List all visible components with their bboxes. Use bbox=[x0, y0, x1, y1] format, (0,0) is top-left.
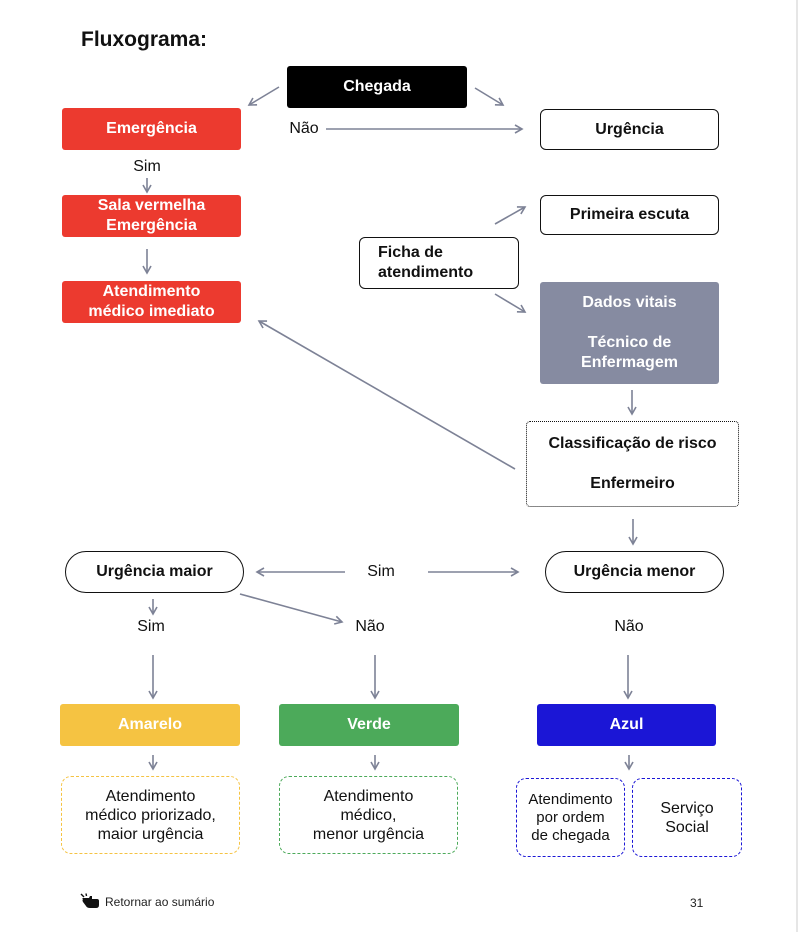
note-servico-social: Serviço Social bbox=[632, 778, 742, 857]
page-edge bbox=[796, 0, 798, 932]
label-nao-right: Não bbox=[614, 618, 644, 635]
label-nao-top: Não bbox=[289, 120, 319, 137]
label-sim-left: Sim bbox=[137, 618, 165, 635]
arrow-ficha-escuta bbox=[494, 206, 527, 225]
arrow-chegada-urgencia bbox=[474, 87, 505, 106]
label-sim-emergencia: Sim bbox=[133, 158, 161, 175]
label-nao-middle: Não bbox=[355, 618, 385, 635]
node-atendimento-imediato: Atendimento médico imediato bbox=[62, 281, 241, 323]
hand-pointer-icon bbox=[80, 893, 102, 911]
page-number: 31 bbox=[690, 896, 704, 910]
node-primeira-escuta: Primeira escuta bbox=[540, 195, 719, 235]
note-amarelo: Atendimento médico priorizado, maior urg… bbox=[61, 776, 240, 854]
note-verde: Atendimento médico, menor urgência bbox=[279, 776, 458, 854]
node-azul: Azul bbox=[537, 704, 716, 746]
node-chegada: Chegada bbox=[287, 66, 467, 108]
node-urgencia: Urgência bbox=[540, 109, 719, 150]
node-ficha-atendimento: Ficha de atendimento bbox=[359, 237, 519, 289]
node-urgencia-menor: Urgência menor bbox=[545, 551, 724, 593]
note-azul: Atendimento por ordem de chegada bbox=[516, 778, 625, 857]
page-title: Fluxograma: bbox=[81, 28, 208, 51]
arrow-classificacao-atendimento bbox=[257, 320, 516, 470]
arrow-maior-nao bbox=[239, 593, 344, 625]
node-urgencia-maior: Urgência maior bbox=[65, 551, 244, 593]
node-classificacao-risco: Classificação de risco Enfermeiro bbox=[526, 421, 739, 507]
node-emergencia: Emergência bbox=[62, 108, 241, 150]
node-sala-vermelha: Sala vermelha Emergência bbox=[62, 195, 241, 237]
return-to-summary-link[interactable]: Retornar ao sumário bbox=[80, 893, 214, 911]
return-link-text: Retornar ao sumário bbox=[105, 895, 215, 909]
arrow-chegada-emergencia bbox=[247, 86, 280, 106]
node-dados-vitais: Dados vitais Técnico de Enfermagem bbox=[540, 282, 719, 384]
arrow-ficha-dados bbox=[494, 293, 527, 313]
node-amarelo: Amarelo bbox=[60, 704, 240, 746]
node-verde: Verde bbox=[279, 704, 459, 746]
label-sim-middle: Sim bbox=[367, 563, 395, 580]
